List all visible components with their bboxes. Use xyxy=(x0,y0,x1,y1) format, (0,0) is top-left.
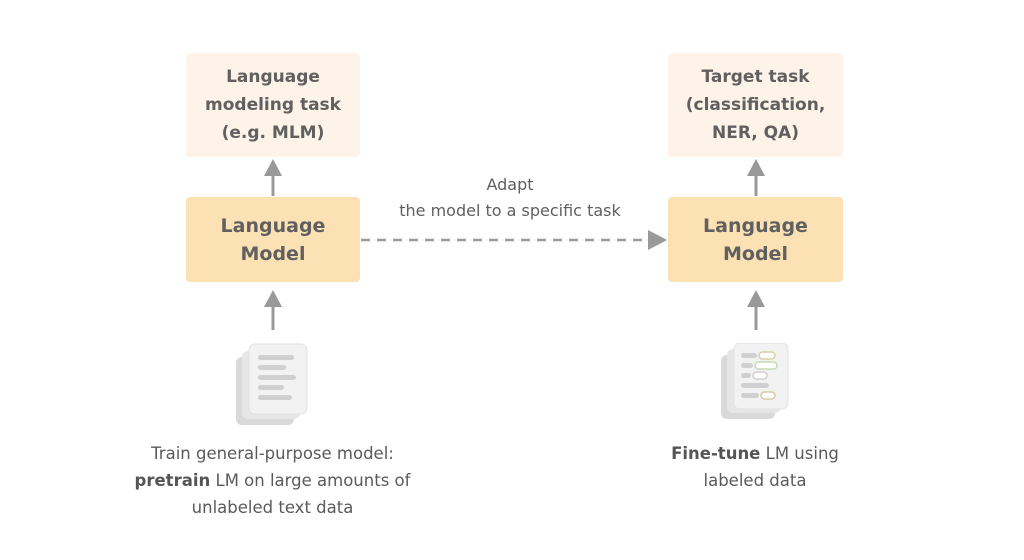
finetune-caption: Fine-tune LM using labeled data xyxy=(640,440,870,494)
arrow-right-model-to-task xyxy=(747,159,765,196)
task-left-line-2: modeling task xyxy=(205,95,341,115)
language-modeling-task-box: Language modeling task (e.g. MLM) xyxy=(186,53,360,157)
finetune-caption-line-2: labeled data xyxy=(703,471,807,490)
adapt-label-line-1: Adapt xyxy=(486,175,534,194)
task-left-line-3: (e.g. MLM) xyxy=(221,123,325,143)
pretrain-caption-line-3: unlabeled text data xyxy=(191,498,354,517)
pretrain-keyword: pretrain xyxy=(134,471,211,490)
task-left-line-1: Language xyxy=(226,67,320,87)
arrow-left-input-to-model xyxy=(264,290,282,330)
labeled-data-document-icon xyxy=(721,343,789,419)
pretrain-caption: Train general-purpose model: pretrain LM… xyxy=(115,440,430,521)
finetune-caption-line-1: Fine-tune LM using xyxy=(640,440,870,467)
adapt-label-line-2: the model to a specific task xyxy=(399,201,621,220)
task-right-line-3: NER, QA) xyxy=(711,123,799,143)
unlabeled-text-document-icon xyxy=(236,343,308,425)
arrow-left-model-to-task xyxy=(264,159,282,196)
model-left-line-2: Model xyxy=(240,242,306,265)
pretrain-caption-line-1: Train general-purpose model: xyxy=(151,444,394,463)
adapt-label: Adapt the model to a specific task xyxy=(380,172,640,224)
pretrain-caption-line-2: pretrain LM on large amounts of xyxy=(115,467,430,494)
target-task-box: Target task (classification, NER, QA) xyxy=(668,53,843,157)
arrow-right-input-to-model xyxy=(747,290,765,330)
pretrain-caption-line-2-rest: LM on large amounts of xyxy=(210,471,411,490)
language-model-box-right: Language Model xyxy=(668,197,843,282)
finetune-caption-line-1-rest: LM using xyxy=(760,444,839,463)
task-right-line-1: Target task xyxy=(701,67,810,87)
arrow-adapt-dashed xyxy=(361,230,667,250)
model-right-line-2: Model xyxy=(723,242,788,265)
language-model-box-left: Language Model xyxy=(186,197,360,282)
model-right-line-1: Language xyxy=(703,214,808,237)
finetune-keyword: Fine-tune xyxy=(671,444,761,463)
task-right-line-2: (classification, xyxy=(685,95,826,115)
model-left-line-1: Language xyxy=(220,214,326,237)
